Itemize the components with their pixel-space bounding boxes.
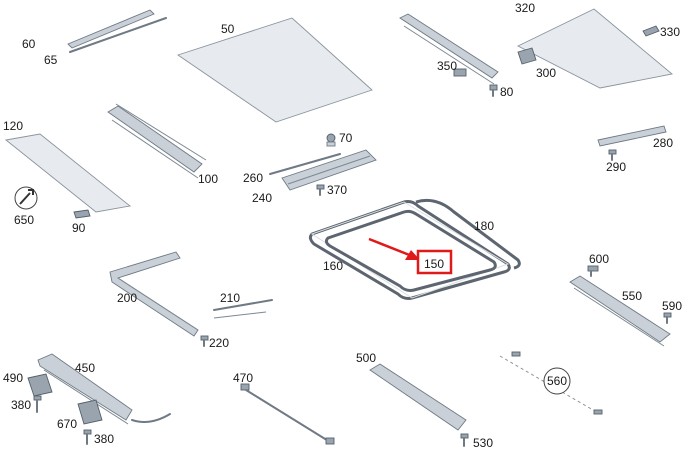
label-200[interactable]: 200: [117, 291, 137, 305]
part-600-screw[interactable]: [587, 265, 599, 277]
part-160-frame-seal[interactable]: [308, 200, 511, 300]
part-240-drive-cable[interactable]: [281, 149, 377, 191]
label-380a[interactable]: 380: [11, 398, 31, 412]
part-380-screw-b[interactable]: [83, 429, 92, 445]
part-100-guide-rail[interactable]: [107, 103, 207, 179]
label-160[interactable]: 160: [323, 259, 343, 273]
label-80[interactable]: 80: [500, 85, 514, 99]
part-210-strip[interactable]: [213, 299, 273, 319]
part-490-module[interactable]: [27, 373, 53, 397]
label-490[interactable]: 490: [3, 371, 23, 385]
part-60-trim-strip[interactable]: [67, 9, 155, 49]
callout-circle-560: [543, 367, 571, 395]
label-280[interactable]: 280: [653, 136, 673, 150]
label-60[interactable]: 60: [22, 37, 36, 51]
label-70[interactable]: 70: [339, 131, 353, 145]
part-350-frame-rail[interactable]: [399, 13, 499, 85]
label-300[interactable]: 300: [536, 66, 556, 80]
part-550-cross-member[interactable]: [569, 275, 671, 347]
part-50-glass-panel[interactable]: [176, 17, 373, 123]
label-560[interactable]: 560: [547, 374, 567, 388]
label-120[interactable]: 120: [3, 119, 23, 133]
label-290[interactable]: 290: [606, 160, 626, 174]
part-670-module[interactable]: [77, 399, 103, 425]
part-300-block[interactable]: [517, 47, 537, 65]
label-550[interactable]: 550: [622, 289, 642, 303]
part-65-trim-strip[interactable]: [69, 17, 167, 53]
part-450-drive-motor[interactable]: [37, 353, 171, 425]
part-260-strip[interactable]: [269, 153, 341, 175]
label-150[interactable]: 150: [424, 257, 444, 271]
label-650[interactable]: 650: [14, 213, 34, 227]
part-80-screw[interactable]: [489, 84, 498, 97]
part-120-sunblind[interactable]: [4, 133, 132, 213]
label-590[interactable]: 590: [662, 299, 682, 313]
part-380-screw-a[interactable]: [33, 395, 42, 413]
highlight-box: [416, 249, 453, 275]
label-670[interactable]: 670: [57, 417, 77, 431]
part-370-screw[interactable]: [316, 184, 325, 196]
label-260[interactable]: 260: [243, 171, 263, 185]
part-290-screw[interactable]: [608, 149, 617, 161]
part-470-cable[interactable]: [240, 383, 335, 445]
label-65[interactable]: 65: [44, 53, 58, 67]
label-320[interactable]: 320: [515, 1, 535, 15]
part-150-inner-seal[interactable]: [324, 209, 497, 292]
label-100[interactable]: 100: [198, 172, 218, 186]
label-180[interactable]: 180: [474, 219, 494, 233]
part-320-rear-panel[interactable]: [516, 8, 674, 89]
label-240[interactable]: 240: [252, 191, 272, 205]
label-470[interactable]: 470: [233, 371, 253, 385]
label-330[interactable]: 330: [660, 25, 680, 39]
label-90[interactable]: 90: [72, 221, 86, 235]
part-280-bracket[interactable]: [597, 125, 667, 147]
part-530-screw[interactable]: [460, 433, 469, 447]
part-590-screw[interactable]: [663, 312, 672, 324]
label-350[interactable]: 350: [437, 59, 457, 73]
label-220[interactable]: 220: [209, 336, 229, 350]
label-50[interactable]: 50: [221, 22, 235, 36]
label-600[interactable]: 600: [589, 252, 609, 266]
label-500[interactable]: 500: [356, 351, 376, 365]
part-70-knob[interactable]: [326, 133, 336, 147]
label-380b[interactable]: 380: [94, 432, 114, 446]
highlight-arrow: [368, 237, 420, 260]
part-330-clip[interactable]: [642, 25, 660, 37]
part-650-tool-icon[interactable]: [14, 186, 38, 210]
part-180-outer-seal[interactable]: [415, 198, 521, 270]
part-90-clip[interactable]: [73, 209, 91, 219]
part-200-lower-frame[interactable]: [109, 251, 199, 337]
part-560-drain-hose[interactable]: [499, 351, 603, 415]
label-370[interactable]: 370: [327, 183, 347, 197]
label-450[interactable]: 450: [75, 361, 95, 375]
part-500-rear-rail[interactable]: [369, 363, 467, 431]
label-210[interactable]: 210: [220, 291, 240, 305]
part-220-screw[interactable]: [200, 335, 209, 347]
label-530[interactable]: 530: [473, 436, 493, 450]
